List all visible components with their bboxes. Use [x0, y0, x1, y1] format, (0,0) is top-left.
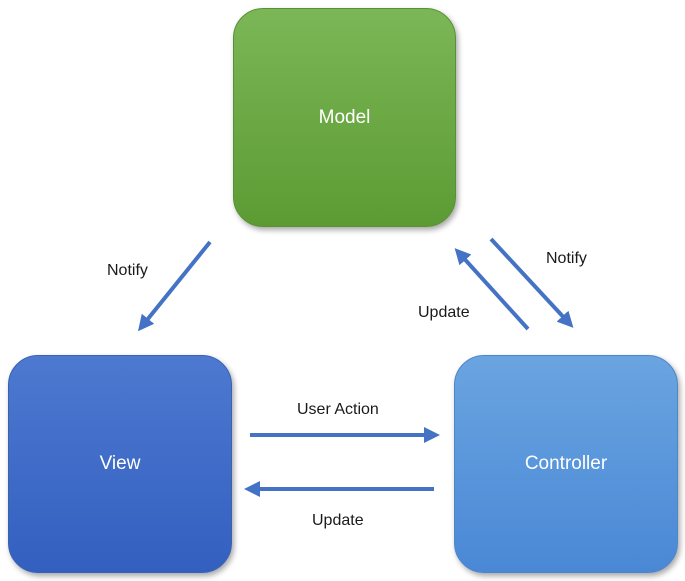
controller-node: Controller: [454, 355, 678, 573]
arrow-model-to-controller: [489, 237, 574, 328]
view-label: View: [99, 453, 141, 474]
edge-label-controller-to-view: Update: [312, 512, 364, 529]
arrow-model-to-view: [137, 240, 212, 332]
edge-label-model-to-view: Notify: [107, 262, 148, 279]
arrow-controller-to-model: [454, 248, 530, 331]
model-node: Model: [233, 8, 456, 227]
edge-label-controller-to-model: Update: [418, 304, 470, 321]
view-node: View: [8, 355, 232, 573]
edge-label-model-to-controller: Notify: [546, 250, 587, 267]
edge-label-view-to-controller: User Action: [297, 401, 379, 418]
model-label: Model: [318, 106, 371, 128]
controller-label: Controller: [524, 453, 608, 474]
